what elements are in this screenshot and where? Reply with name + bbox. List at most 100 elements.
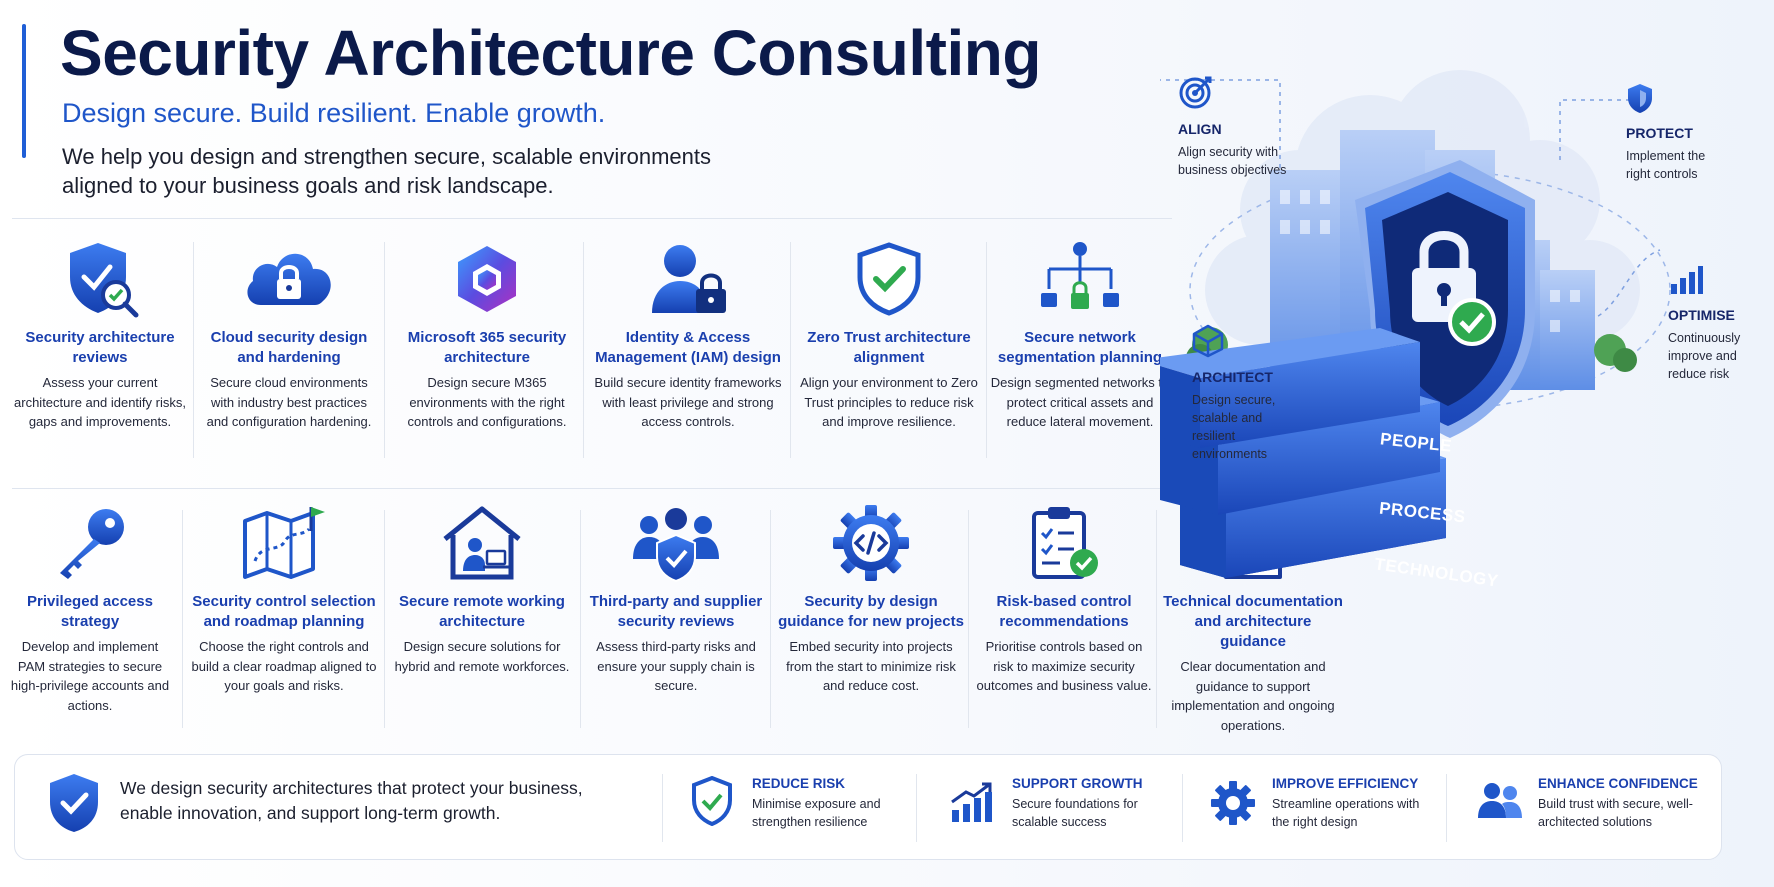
service-card-third-party: Third-party and supplier security review… xyxy=(588,500,764,696)
column-divider xyxy=(193,242,194,458)
column-divider xyxy=(1156,510,1157,728)
service-description: Design segmented networks to protect cri… xyxy=(990,375,1170,429)
benefit-title: IMPROVE EFFICIENCY xyxy=(1272,776,1419,791)
service-description: Align your environment to Zero Trust pri… xyxy=(800,375,978,429)
benefit-description: Build trust with secure, well-architecte… xyxy=(1538,797,1693,829)
service-description: Build secure identity frameworks with le… xyxy=(594,375,782,429)
service-title: Risk-based control recommendations xyxy=(996,593,1132,630)
pillar-title: ALIGN xyxy=(1178,121,1222,137)
target-icon xyxy=(1179,76,1212,109)
footer-statement: We design security architectures that pr… xyxy=(120,778,583,823)
benefit-improve-efficiency: IMPROVE EFFICIENCY Streamline operations… xyxy=(1272,776,1422,831)
column-divider xyxy=(384,242,385,458)
service-card-architecture-reviews: Security architecture reviews Assess you… xyxy=(10,236,190,432)
service-title: Identity & Access Management (IAM) desig… xyxy=(595,329,781,366)
service-title: Privileged access strategy xyxy=(27,593,153,630)
users-icon xyxy=(1478,783,1522,818)
footer-divider xyxy=(1446,774,1447,842)
service-description: Design secure M365 environments with the… xyxy=(407,375,567,429)
service-card-m365: Microsoft 365 security architecture Desi… xyxy=(392,236,582,432)
service-description: Design secure solutions for hybrid and r… xyxy=(394,639,570,674)
gear-icon xyxy=(1211,781,1255,825)
benefit-description: Streamline operations with the right des… xyxy=(1272,797,1420,829)
service-card-security-by-design: Security by design guidance for new proj… xyxy=(776,500,966,696)
page-title: Security Architecture Consulting xyxy=(60,17,1041,89)
service-card-network-segmentation: Secure network segmentation planning Des… xyxy=(990,236,1170,432)
divider-top xyxy=(12,218,1172,219)
service-title: Microsoft 365 security architecture xyxy=(407,329,567,366)
service-description: Assess your current architecture and ide… xyxy=(14,375,186,429)
service-description: Secure cloud environments with industry … xyxy=(206,375,372,429)
key-icon xyxy=(60,509,124,579)
service-title: Third-party and supplier security review… xyxy=(589,593,763,630)
supplier-group-icon xyxy=(633,508,719,583)
pillar-optimise: OPTIMISE Continuously improve and reduce… xyxy=(1668,264,1768,383)
growth-chart-icon xyxy=(951,782,992,822)
network-lock-icon xyxy=(1041,242,1119,309)
pillar-protect: PROTECT Implement the right controls xyxy=(1626,82,1726,183)
shield-icon xyxy=(1628,84,1652,113)
user-lock-icon xyxy=(652,245,726,313)
page-tagline: Design secure. Build resilient. Enable g… xyxy=(62,98,606,128)
service-description: Assess third-party risks and ensure your… xyxy=(596,639,756,693)
cube-icon xyxy=(1192,324,1224,358)
service-title: Security architecture reviews xyxy=(25,329,175,366)
code-gear-icon xyxy=(833,505,909,581)
pillar-architect: ARCHITECT Design secure, scalable and re… xyxy=(1192,324,1292,463)
service-title: Technical documentation and architecture… xyxy=(1163,593,1343,650)
pillar-title: ARCHITECT xyxy=(1192,369,1273,385)
pillar-description: Design secure, scalable and resilient en… xyxy=(1192,393,1276,461)
shield-check-icon xyxy=(50,774,98,832)
service-card-iam: Identity & Access Management (IAM) desig… xyxy=(588,236,788,432)
service-title: Security by design guidance for new proj… xyxy=(778,593,964,630)
footer-divider xyxy=(916,774,917,842)
service-card-roadmap: Security control selection and roadmap p… xyxy=(188,500,380,696)
column-divider xyxy=(968,510,969,728)
remote-work-icon xyxy=(443,506,521,580)
service-title: Secure remote working architecture xyxy=(399,593,565,630)
service-title: Security control selection and roadmap p… xyxy=(192,593,376,630)
pillar-description: Align security with business objectives xyxy=(1178,145,1287,177)
pillar-title: OPTIMISE xyxy=(1668,307,1735,323)
shield-search-icon xyxy=(70,243,139,318)
header-accent-bar xyxy=(22,24,26,158)
security-stack-illustration xyxy=(1160,70,1671,578)
benefit-description: Secure foundations for scalable success xyxy=(1012,797,1138,829)
cloud-lock-icon xyxy=(247,253,331,305)
divider-middle xyxy=(12,488,1172,489)
benefit-enhance-confidence: ENHANCE CONFIDENCE Build trust with secu… xyxy=(1538,776,1704,831)
column-divider xyxy=(384,510,385,728)
column-divider xyxy=(790,242,791,458)
stack-layer-people xyxy=(1160,328,1420,448)
footer-divider xyxy=(1182,774,1183,842)
footer-divider xyxy=(662,774,663,842)
service-description: Choose the right controls and build a cl… xyxy=(191,639,377,693)
benefit-description: Minimise exposure and strengthen resilie… xyxy=(752,797,881,829)
service-card-risk-based-controls: Risk-based control recommendations Prior… xyxy=(974,500,1154,696)
service-description: Clear documentation and guidance to supp… xyxy=(1171,659,1335,733)
bar-chart-icon xyxy=(1671,266,1703,294)
column-divider xyxy=(770,510,771,728)
column-divider xyxy=(583,242,584,458)
pillar-align: ALIGN Align security with business objec… xyxy=(1178,74,1288,179)
service-title: Cloud security design and hardening xyxy=(210,329,368,366)
benefit-title: SUPPORT GROWTH xyxy=(1012,776,1143,791)
benefit-title: REDUCE RISK xyxy=(752,776,846,791)
page-intro: We help you design and strengthen secure… xyxy=(62,144,711,198)
column-divider xyxy=(986,242,987,458)
pillar-description: Implement the right controls xyxy=(1626,149,1706,181)
pillar-description: Continuously improve and reduce risk xyxy=(1668,331,1741,381)
service-card-cloud-security: Cloud security design and hardening Secu… xyxy=(200,236,378,432)
shield-check-icon xyxy=(857,242,921,316)
checklist-icon xyxy=(1032,507,1098,579)
service-title: Zero Trust architecture alignment xyxy=(807,329,971,366)
service-description: Embed security into projects from the st… xyxy=(786,639,956,693)
service-description: Develop and implement PAM strategies to … xyxy=(10,639,170,713)
roadmap-icon xyxy=(243,507,325,579)
service-description: Prioritise controls based on risk to max… xyxy=(976,639,1152,693)
service-title: Secure network segmentation planning xyxy=(997,329,1163,366)
column-divider xyxy=(580,510,581,728)
service-card-zero-trust: Zero Trust architecture alignment Align … xyxy=(796,236,982,432)
footer-banner xyxy=(14,754,1722,860)
shield-check-icon xyxy=(692,776,732,826)
